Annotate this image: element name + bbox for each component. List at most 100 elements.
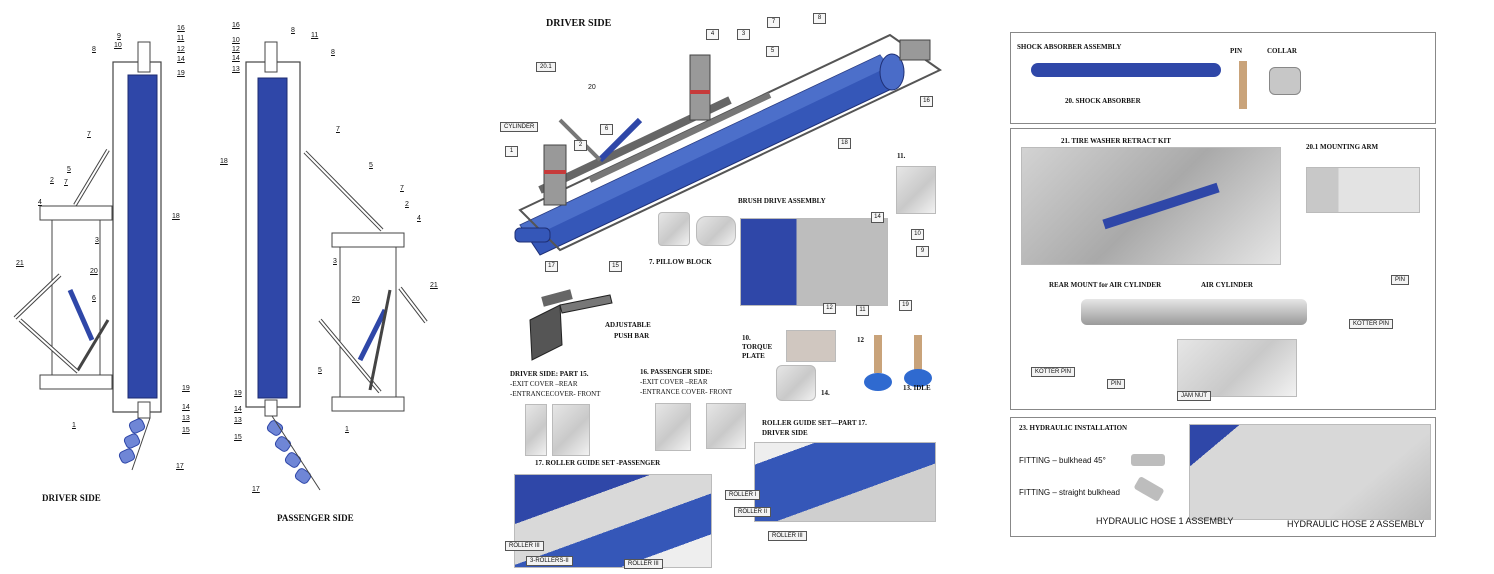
- brush-num-12: 12: [823, 303, 836, 314]
- driver-num-21: 21: [16, 260, 24, 267]
- pass-num-10: 10: [232, 37, 240, 44]
- part-num-1: 1: [505, 146, 518, 157]
- roller-tag-pass-2: 3-ROLLERS-II: [526, 556, 573, 566]
- air-cylinder-image: [1081, 299, 1307, 325]
- retract-title: 21. TIRE WASHER RETRACT KIT: [1061, 137, 1171, 145]
- shock-absorber-panel: SHOCK ABSORBER ASSEMBLY PIN COLLAR 20. S…: [1010, 32, 1436, 124]
- collar-image: [1269, 67, 1301, 95]
- hydraulic-photo: [1189, 424, 1431, 520]
- torque-plate-photo: [786, 330, 836, 362]
- hose-2-label: HYDRAULIC HOSE 2 ASSEMBLY: [1287, 519, 1425, 529]
- hydraulic-title: 23. HYDRAULIC INSTALLATION: [1019, 424, 1128, 432]
- driver-side-frame: [13, 41, 162, 471]
- passenger-side-caption: PASSENGER SIDE: [277, 513, 354, 523]
- roller-tag-pass-3: ROLLER III: [624, 559, 663, 569]
- shock-absorber-image: [1031, 63, 1221, 77]
- roller-guide-pass-photo: [514, 474, 712, 568]
- driver-part15-b: -ENTRANCECOVER- FRONT: [510, 390, 601, 398]
- pass-num-17: 17: [252, 486, 260, 493]
- pass-num-2: 2: [405, 201, 409, 208]
- part-num-15: 15: [609, 261, 622, 272]
- pass-part16-title: 16. PASSENGER SIDE:: [640, 368, 713, 376]
- passenger-side-frame: [245, 41, 428, 491]
- torque-label-3: PLATE: [742, 352, 765, 360]
- brush-num-14: 14: [871, 212, 884, 223]
- exit-cover-pass: [655, 403, 691, 451]
- driver-num-12: 12: [177, 46, 185, 53]
- driver-num-11: 11: [177, 35, 185, 42]
- part-num-7: 7: [767, 17, 780, 28]
- pass-num-20: 20: [352, 296, 360, 303]
- push-bar-label-2: PUSH BAR: [614, 332, 650, 340]
- part-num-8: 8: [813, 13, 826, 24]
- pass-num-13: 13: [232, 66, 240, 73]
- shaft-12-drawing: [864, 335, 932, 391]
- part-num-3: 3: [737, 29, 750, 40]
- hose-1-label: HYDRAULIC HOSE 1 ASSEMBLY: [1096, 516, 1234, 526]
- roller-tag-driver-3: ROLLER III: [768, 531, 807, 541]
- pillow-block-photo-2: [696, 216, 736, 246]
- driver-side-caption: DRIVER SIDE: [42, 493, 101, 503]
- entrance-cover-driver: [552, 404, 590, 456]
- item-14-photo: [776, 365, 816, 401]
- roller-set-driver-title-1: ROLLER GUIDE SET—PART 17.: [762, 419, 867, 427]
- jam-nut-tag: JAM NUT: [1177, 391, 1211, 401]
- jam-nut-photo: [1177, 339, 1297, 397]
- part-num-16: 16: [920, 96, 933, 107]
- pass-num-7b: 7: [400, 185, 404, 192]
- driver-num-16: 16: [177, 25, 185, 32]
- retract-kit-panel: 21. TIRE WASHER RETRACT KIT 20.1 MOUNTIN…: [1010, 128, 1436, 410]
- pass-num-14: 14: [232, 55, 240, 62]
- roller-tag-pass-1: ROLLER III: [505, 541, 544, 551]
- exit-cover-driver: [525, 404, 547, 456]
- pass-num-11: 11: [311, 32, 319, 39]
- driver-num-13: 13: [182, 415, 190, 422]
- driver-num-20: 20: [90, 268, 98, 275]
- driver-num-3: 3: [95, 237, 99, 244]
- item-11-label: 11.: [897, 152, 906, 160]
- driver-num-2: 2: [50, 177, 54, 184]
- roller-tag-driver-1: ROLLER I: [725, 490, 761, 500]
- pass-num-7a: 7: [336, 126, 340, 133]
- part-num-4: 4: [706, 29, 719, 40]
- driver-num-1: 1: [72, 422, 76, 429]
- fitting-straight-label: FITTING – straight bulkhead: [1019, 488, 1120, 497]
- assembly-title: DRIVER SIDE: [546, 18, 612, 29]
- kotter-pin-tag-right: KOTTER PIN: [1349, 319, 1394, 329]
- part-num-20: 20: [588, 84, 596, 91]
- brush-num-19: 19: [899, 300, 912, 311]
- fitting-45-image: [1131, 454, 1165, 466]
- driver-num-4: 4: [38, 199, 42, 206]
- pin-tag: PIN: [1391, 275, 1410, 285]
- item-11-photo: [896, 166, 936, 214]
- pass-num-15: 15: [234, 434, 242, 441]
- roller-set-driver-title-2: DRIVER SIDE: [762, 429, 808, 437]
- kotter-pin-tag-left: KOTTER PIN: [1031, 367, 1076, 377]
- pin-label: PIN: [1230, 47, 1243, 55]
- pass-num-5b: 5: [318, 367, 322, 374]
- collar-label: COLLAR: [1267, 47, 1297, 55]
- driver-num-5: 5: [67, 166, 71, 173]
- roller-tag-driver-2: ROLLER II: [734, 507, 772, 517]
- push-bar-label-1: ADJUSTABLE: [605, 321, 651, 329]
- pass-num-13b: 13: [234, 417, 242, 424]
- pass-part16-a: -EXIT COVER –REAR: [640, 378, 708, 386]
- fitting-straight-image: [1133, 475, 1165, 503]
- pass-num-4: 4: [417, 215, 421, 222]
- assembly-3d-view: [514, 33, 942, 256]
- pass-num-18: 18: [220, 158, 228, 165]
- part-num-5: 5: [766, 46, 779, 57]
- hydraulic-panel: 23. HYDRAULIC INSTALLATION FITTING – bul…: [1010, 417, 1436, 537]
- driver-num-7b: 7: [64, 179, 68, 186]
- pass-num-8b: 8: [331, 49, 335, 56]
- cylinder-tag: CYLINDER: [500, 122, 539, 132]
- item-12-label: 12: [857, 336, 864, 344]
- driver-num-18: 18: [172, 213, 180, 220]
- fitting-45-label: FITTING – bulkhead 45°: [1019, 456, 1106, 465]
- air-cylinder-label: AIR CYLINDER: [1201, 281, 1253, 289]
- pass-num-3: 3: [333, 258, 337, 265]
- mount-arm-label: 20.1 MOUNTING ARM: [1306, 143, 1379, 151]
- part-num-2: 2: [574, 140, 587, 151]
- driver-num-9: 9: [117, 33, 121, 40]
- idle-label: 13. IDLE: [903, 384, 931, 392]
